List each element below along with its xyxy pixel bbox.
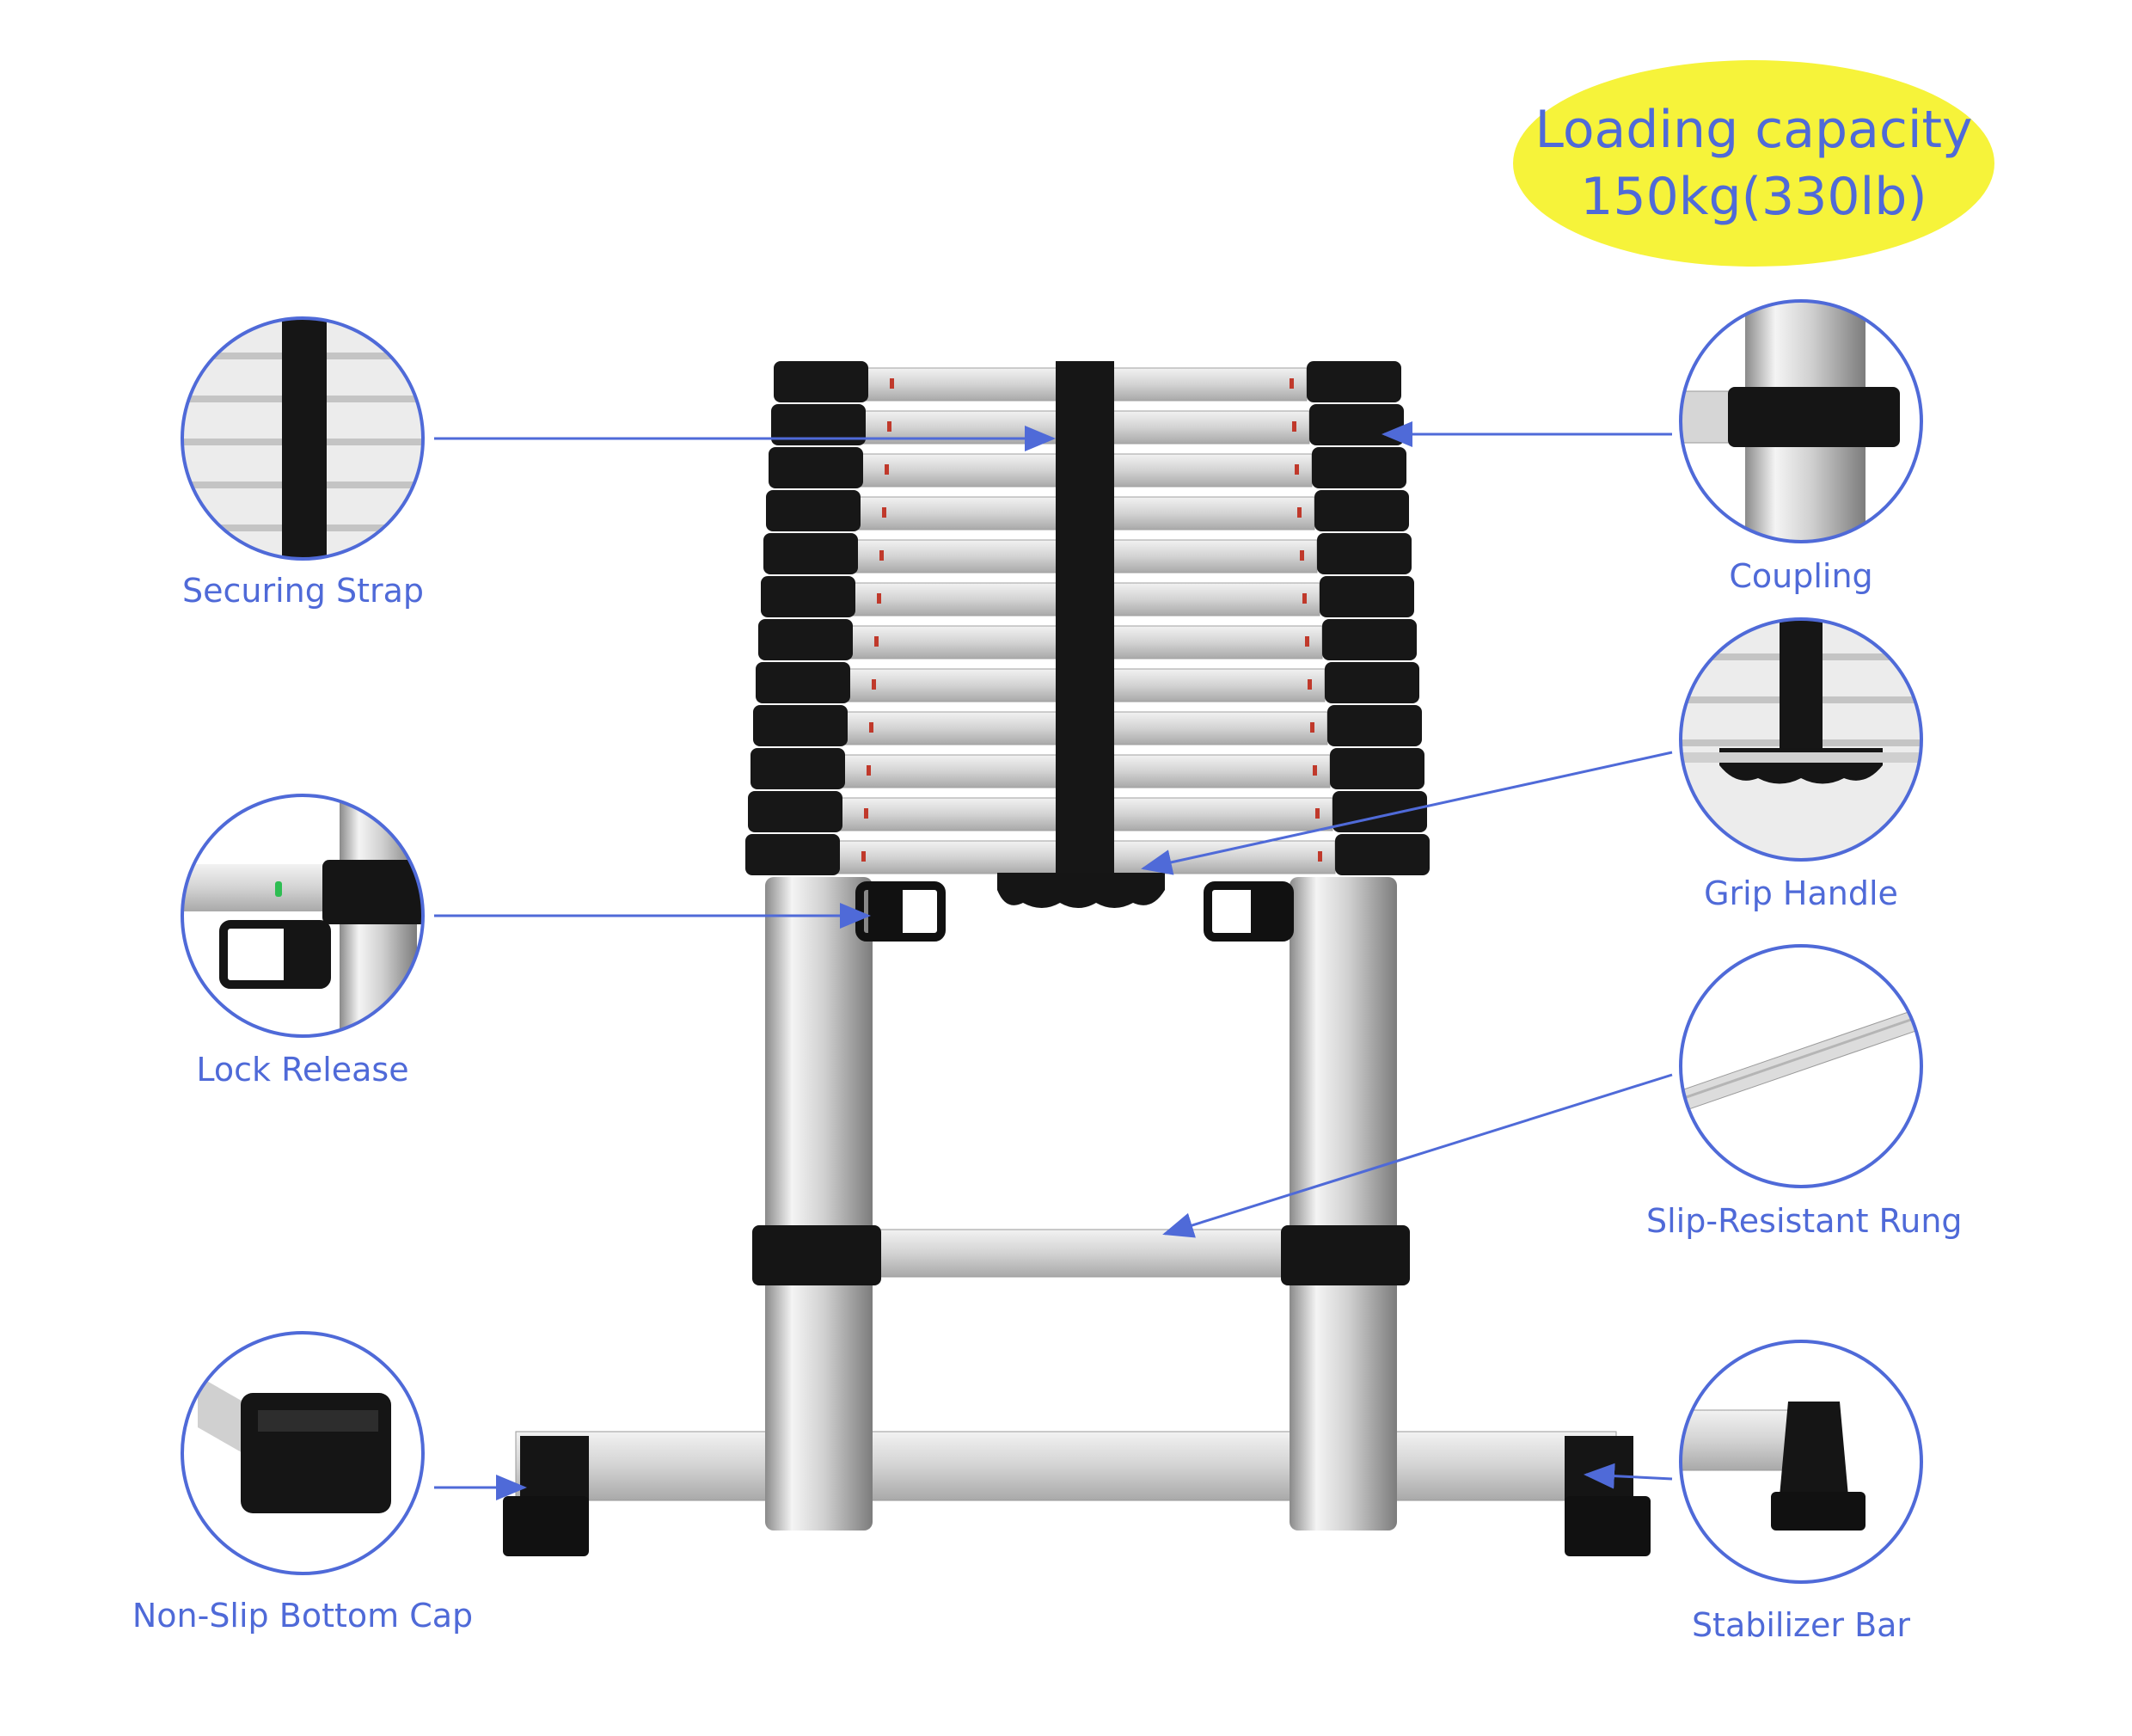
rung-marker [885, 464, 889, 475]
rung-cap-left [745, 834, 840, 875]
rung-marker [890, 378, 894, 389]
rung-marker [1308, 679, 1312, 690]
rung-cap-left [756, 662, 850, 703]
rung-marker [864, 808, 868, 819]
rung-marker [1300, 550, 1304, 561]
rung-cap-right [1317, 533, 1412, 574]
rung-cap-right [1335, 834, 1430, 875]
rung-marker [861, 851, 866, 862]
rung-cap-right [1325, 662, 1419, 703]
rung-marker [887, 421, 891, 432]
rung-cap-right [1314, 490, 1409, 531]
rung-marker [872, 679, 876, 690]
rung-marker [1290, 378, 1294, 389]
rung-cap-left [750, 748, 845, 789]
rung-cap-left [766, 490, 861, 531]
label-grip-handle: Grip Handle [1704, 874, 1898, 912]
detail-securing-strap [181, 316, 425, 561]
rung-cap-left [769, 447, 863, 488]
detail-lock-release [181, 794, 425, 1038]
rung-marker [877, 593, 881, 604]
rung-cap-left [748, 791, 842, 832]
detail-bottom-cap [181, 1331, 425, 1575]
rung-marker [874, 636, 879, 647]
rung-marker [1297, 507, 1302, 518]
label-slip-resistant-rung: Slip-Resistant Rung [1646, 1202, 1963, 1240]
left-foot [503, 1436, 589, 1556]
rung-marker [1318, 851, 1322, 862]
loading-capacity-badge: Loading capacity 150kg(330lb) [1513, 60, 1994, 267]
ladder [503, 361, 1651, 1556]
rung-marker [1305, 636, 1309, 647]
rung-cap-right [1330, 748, 1424, 789]
detail-stabilizer [1679, 1340, 1923, 1584]
grip-handle [997, 873, 1165, 908]
lock-release-right [1204, 881, 1294, 942]
rung-marker [1310, 722, 1314, 733]
label-lock-release: Lock Release [196, 1051, 409, 1089]
rung-cap-right [1327, 705, 1422, 746]
rung-marker [1295, 464, 1299, 475]
rung-cap-left [774, 361, 868, 402]
detail-grip-handle [1679, 617, 1923, 862]
callout-arrows [434, 421, 1673, 1500]
detail-rung [1679, 944, 1923, 1188]
rung-marker [869, 722, 873, 733]
rung-cap-right [1312, 447, 1406, 488]
rung-cap-right [1332, 791, 1427, 832]
rung-cap-right [1309, 404, 1404, 445]
label-stabilizer-bar: Stabilizer Bar [1691, 1606, 1911, 1644]
label-coupling: Coupling [1729, 557, 1873, 595]
lock-release-left [855, 881, 946, 942]
rung-marker [1315, 808, 1320, 819]
rung-cap-right [1307, 361, 1401, 402]
rung-marker [879, 550, 884, 561]
rung-cap-right [1320, 576, 1414, 617]
left-pole [765, 877, 873, 1531]
rung-marker [1302, 593, 1307, 604]
rung-cap-left [753, 705, 848, 746]
stabilizer-bar [515, 1431, 1617, 1501]
rung-marker [1292, 421, 1296, 432]
badge-line-1: Loading capacity [1535, 100, 1973, 160]
rung-cap-left [771, 404, 866, 445]
rung-marker [1313, 765, 1317, 776]
rung-cap-left [758, 619, 853, 660]
right-foot [1565, 1436, 1651, 1556]
rung-cap-left [761, 576, 855, 617]
rung-cap-right [1322, 619, 1417, 660]
rung-marker [867, 765, 871, 776]
rung-marker [882, 507, 886, 518]
label-non-slip-bottom-cap: Non-Slip Bottom Cap [132, 1597, 474, 1635]
bottom-rung [872, 1229, 1290, 1278]
label-securing-strap: Securing Strap [182, 572, 424, 610]
right-pole [1290, 877, 1397, 1531]
detail-coupling [1679, 299, 1923, 543]
rung-cap-left [763, 533, 858, 574]
badge-line-2: 150kg(330lb) [1580, 167, 1927, 227]
securing-strap [1056, 361, 1114, 881]
